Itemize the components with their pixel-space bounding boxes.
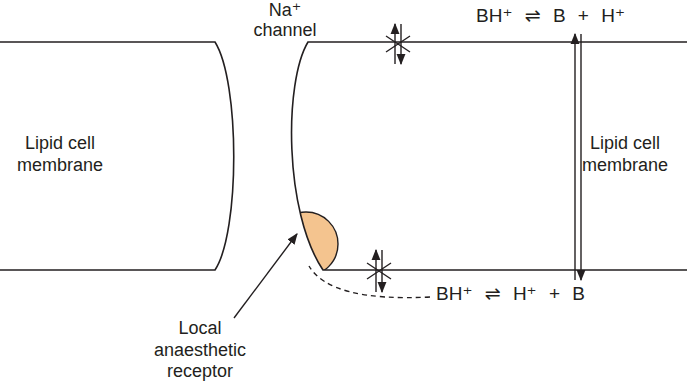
region-label: Lipid cell membrane xyxy=(582,133,668,176)
membrane-region: Lipid cell membrane xyxy=(283,42,687,270)
diffusion-arrow xyxy=(580,34,581,280)
block-cross xyxy=(386,36,410,52)
block-cross xyxy=(367,263,391,279)
membrane-edge xyxy=(292,42,687,270)
blocked-arrow xyxy=(381,250,382,292)
channel-label: Na⁺ channel xyxy=(253,1,316,41)
blocked-arrow xyxy=(375,250,376,292)
diffusion-arrow xyxy=(574,34,575,280)
block-cross xyxy=(386,36,410,52)
leader-arrow xyxy=(234,234,297,318)
receptor-site xyxy=(274,212,338,276)
block-cross xyxy=(367,263,391,279)
region-label: Lipid cell membrane xyxy=(17,133,103,176)
membrane-edge xyxy=(0,42,234,270)
blocked-arrow xyxy=(394,24,395,64)
membrane-region: Lipid cell membrane xyxy=(0,42,245,270)
blocked-arrow xyxy=(400,24,401,64)
receptor-label: Local anaesthetic receptor xyxy=(154,318,246,383)
